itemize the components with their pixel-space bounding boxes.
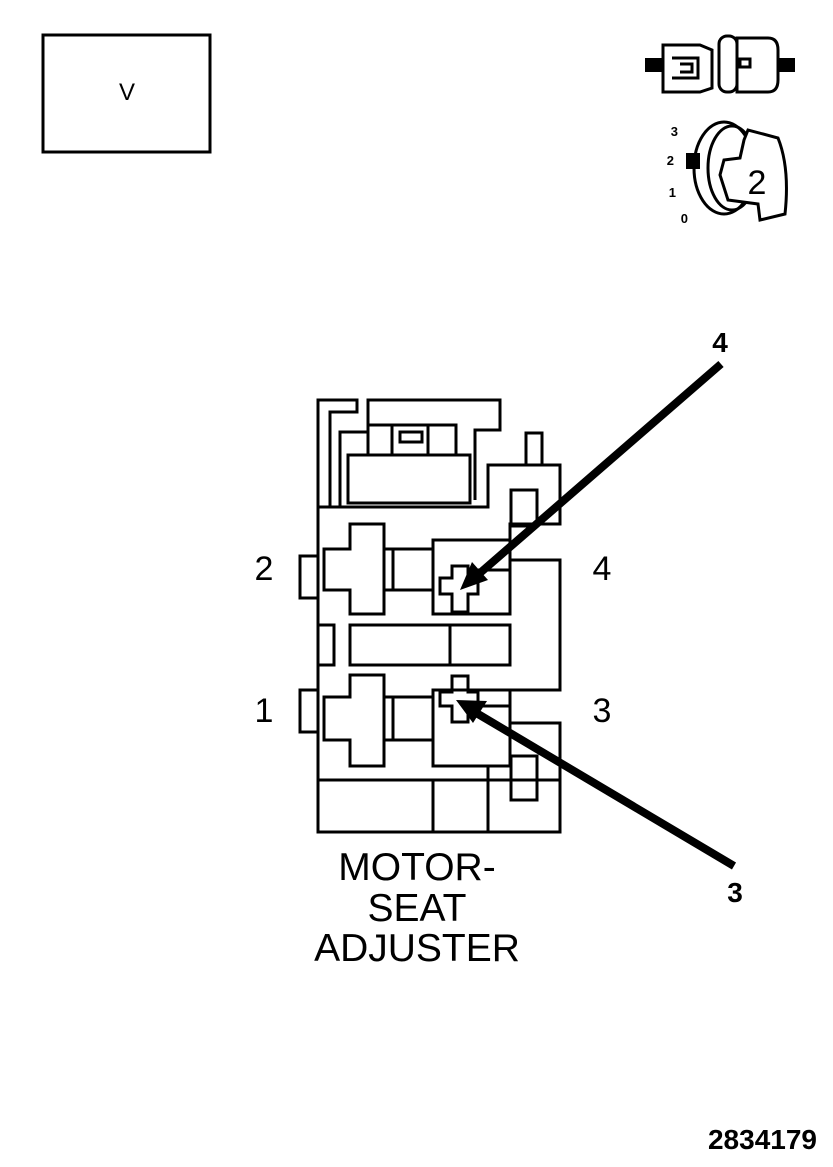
key-selected-position: 2 xyxy=(748,164,767,202)
connector-title-line-1: MOTOR- xyxy=(338,846,495,889)
connector-title-line-2: SEAT xyxy=(368,887,467,930)
callout-arrow-upper xyxy=(460,360,724,590)
pin-label-1: 1 xyxy=(255,692,274,730)
callout-label-3: 3 xyxy=(727,877,743,908)
view-box: V xyxy=(41,33,212,154)
key-position-2: 2 xyxy=(667,153,674,168)
connector-body xyxy=(298,398,562,834)
pin-label-2: 2 xyxy=(255,550,274,588)
callout-arrow-lower xyxy=(456,700,737,870)
connector-title: MOTOR- SEAT ADJUSTER xyxy=(314,846,520,970)
connector-title-line-3: ADJUSTER xyxy=(314,927,520,970)
key-position-1: 1 xyxy=(669,185,676,200)
figure-number: 2834179 xyxy=(708,1124,817,1155)
connector-plug-icon xyxy=(645,34,795,94)
pin-label-4: 4 xyxy=(593,550,612,588)
ignition-key-icon: 3 2 1 0 2 xyxy=(667,120,788,226)
key-position-0: 0 xyxy=(681,211,688,226)
key-position-3: 3 xyxy=(671,124,678,139)
pin-label-3: 3 xyxy=(593,692,612,730)
view-box-label: V xyxy=(119,79,135,106)
callout-label-4: 4 xyxy=(712,327,728,358)
